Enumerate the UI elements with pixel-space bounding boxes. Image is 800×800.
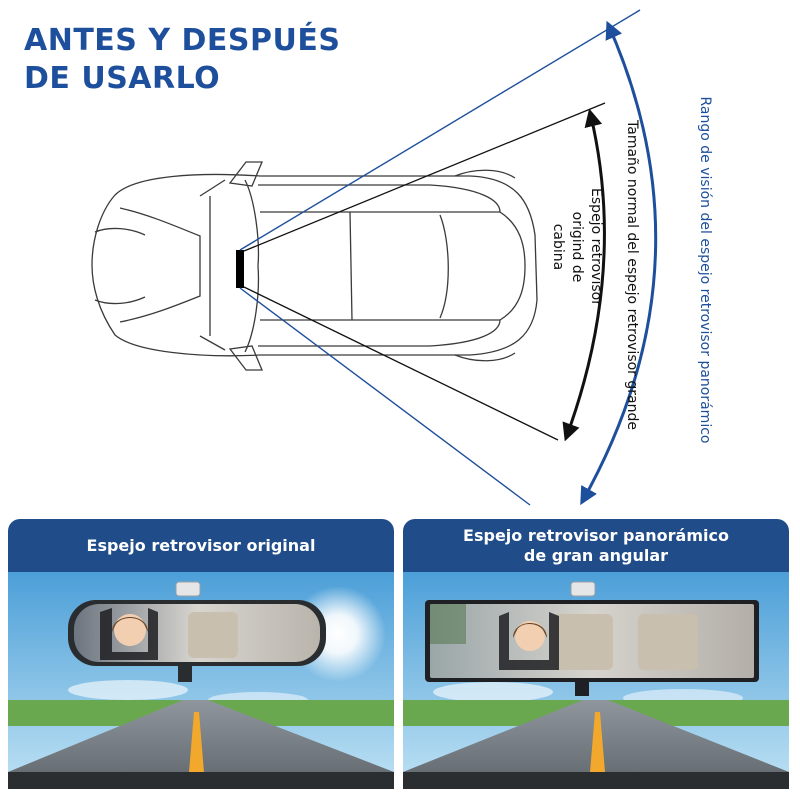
- panoramic-mirror-scene: [403, 572, 789, 789]
- normal-size-label: Tamaño normal del espejo retrovisor gran…: [624, 120, 640, 430]
- panel-title-line-1: Espejo retrovisor panorámico: [463, 525, 729, 545]
- panoramic-mirror-panel: Espejo retrovisor panorámico de gran ang…: [403, 519, 789, 789]
- title-line-1: ANTES Y DESPUÉS: [24, 23, 341, 58]
- original-mirror-scene: [8, 572, 394, 789]
- title-line-2: DE USARLO: [24, 61, 221, 96]
- normal-view-lines: [243, 102, 606, 441]
- view-range-diagram: [91, 9, 658, 506]
- panoramic-range-label: Rango de visión del espejo retrovisor pa…: [697, 96, 713, 444]
- original-mirror-panel: Espejo retrovisor original: [8, 519, 394, 789]
- rearview-mirror-marker: [236, 250, 244, 288]
- panel-title: Espejo retrovisor original: [86, 535, 316, 555]
- original-mirror-label: Espejo retrovisor origind de cabina: [545, 172, 605, 322]
- original-label-line-3: cabina: [550, 223, 566, 271]
- page-title: ANTES Y DESPUÉS DE USARLO: [24, 22, 340, 98]
- panel-title-line-2: de gran angular: [523, 545, 669, 565]
- panoramic-view-lines: [239, 9, 641, 506]
- panel-header: Espejo retrovisor original: [8, 519, 394, 572]
- panel-header: Espejo retrovisor panorámico de gran ang…: [403, 519, 789, 572]
- car-top-view-icon: [91, 161, 538, 371]
- panoramic-range-arrow: [580, 20, 658, 506]
- original-label-line-2: origind de: [569, 211, 585, 283]
- original-label-line-1: Espejo retrovisor: [588, 188, 604, 306]
